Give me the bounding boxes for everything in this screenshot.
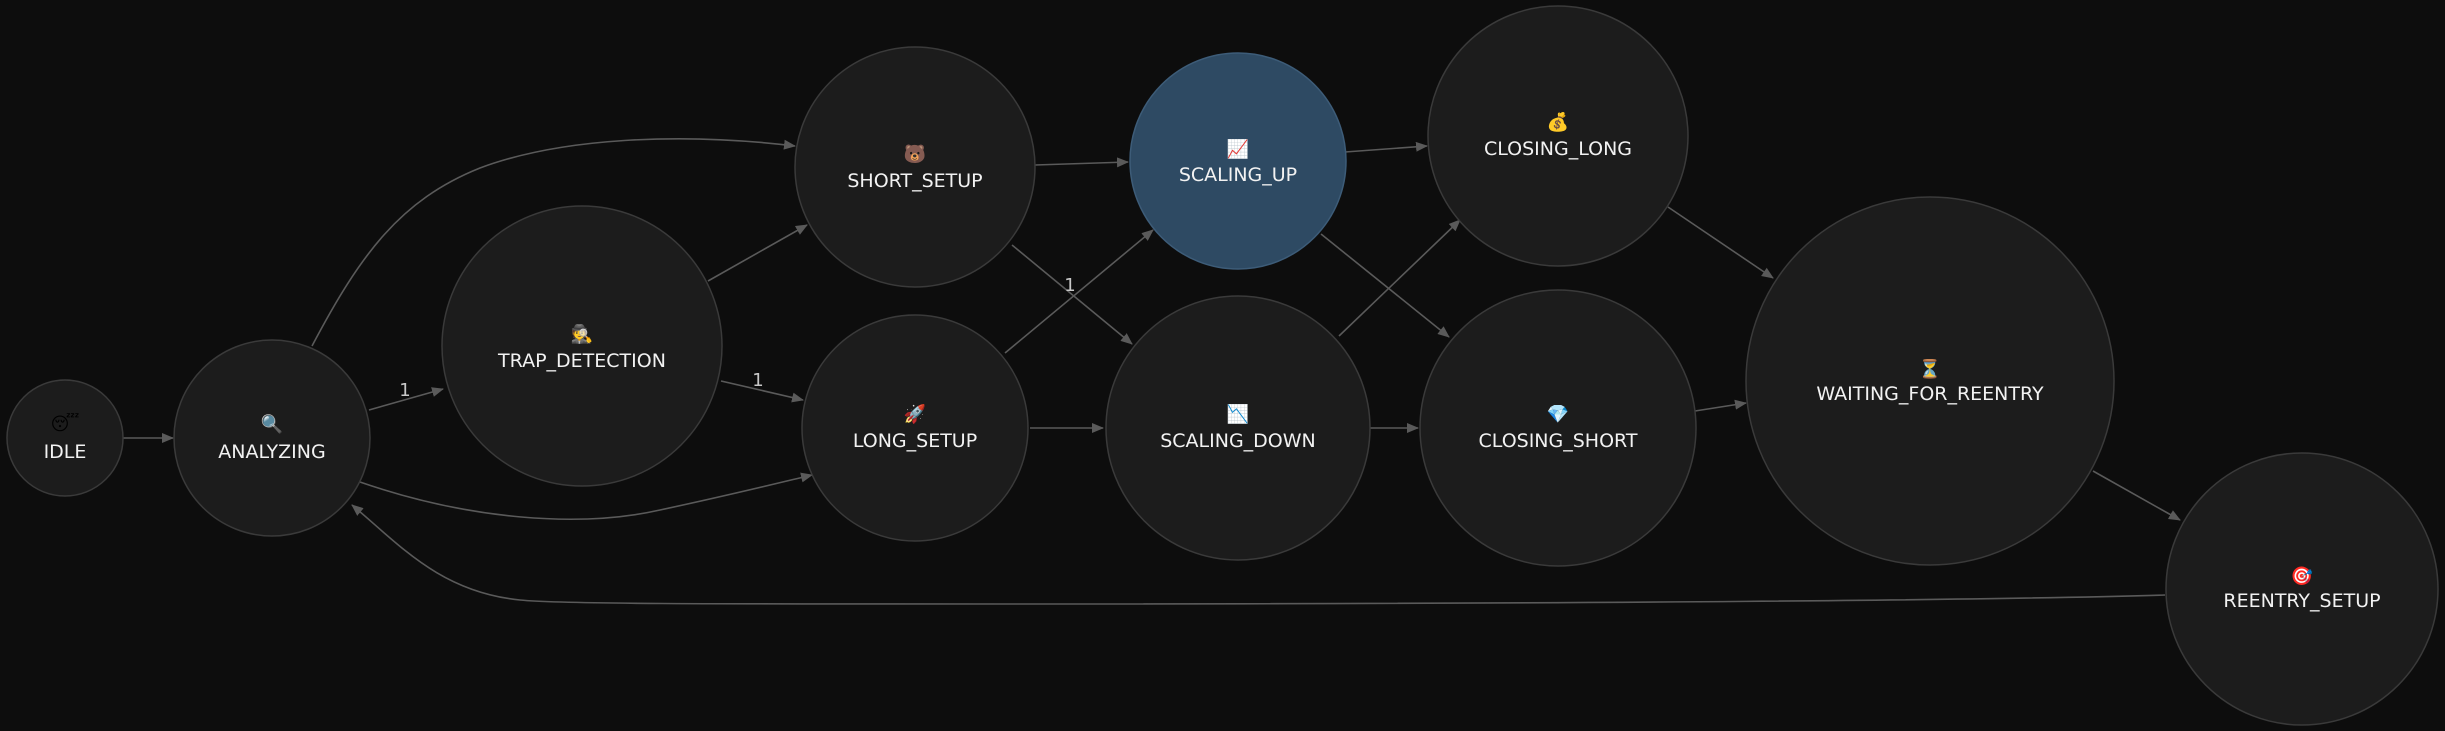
edge-scaling-up-to-closing-long	[1344, 141, 1428, 153]
state-label-idle: IDLE	[44, 441, 87, 463]
edge-long-setup-to-scaling-up	[1004, 229, 1154, 354]
state-node-closing-long[interactable]: 💰 CLOSING_LONG	[1427, 5, 1689, 267]
rocket-icon: 🚀	[904, 403, 926, 425]
edge-scaling-up-to-closing-short	[1320, 233, 1450, 338]
state-label-closing-short: CLOSING_SHORT	[1479, 430, 1638, 452]
state-node-scaling-up[interactable]: 📈 SCALING_UP	[1129, 52, 1347, 270]
edge-closing-short-to-waiting-for-reentry	[1694, 399, 1747, 412]
money-bag-icon: 💰	[1547, 111, 1569, 133]
edge-trap-detection-to-long-setup	[720, 380, 804, 403]
edge-analyzing-to-trap-detection	[368, 387, 444, 411]
state-node-short-setup[interactable]: 🐻 SHORT_SETUP	[794, 46, 1036, 288]
bear-icon: 🐻	[904, 143, 926, 165]
state-node-scaling-down[interactable]: 📉 SCALING_DOWN	[1105, 295, 1371, 561]
state-label-short-setup: SHORT_SETUP	[847, 170, 982, 192]
edge-label-analyzing-trap-detection: 1	[399, 380, 410, 401]
nodes: 😴 IDLE 🔍 ANALYZING 🕵 TRAP_DETECTION 🐻 SH…	[6, 5, 2439, 726]
magnifying-glass-icon: 🔍	[261, 412, 283, 435]
state-node-trap-detection[interactable]: 🕵 TRAP_DETECTION	[441, 205, 723, 487]
edge-analyzing-to-long-setup	[359, 472, 813, 520]
state-label-analyzing: ANALYZING	[218, 441, 325, 463]
state-label-trap-detection: TRAP_DETECTION	[497, 350, 666, 372]
chart-decreasing-icon: 📉	[1227, 403, 1249, 425]
state-label-waiting-for-reentry: WAITING_FOR_REENTRY	[1816, 383, 2044, 405]
chart-increasing-icon: 📈	[1227, 138, 1249, 160]
state-label-closing-long: CLOSING_LONG	[1484, 138, 1632, 160]
state-node-waiting-for-reentry[interactable]: ⏳ WAITING_FOR_REENTRY	[1745, 196, 2115, 566]
state-node-analyzing[interactable]: 🔍 ANALYZING	[173, 339, 371, 537]
direct-hit-icon: 🎯	[2291, 566, 2313, 587]
edge-labels: 1 1 1	[399, 275, 1075, 401]
gem-stone-icon: 💎	[1547, 404, 1569, 425]
state-node-long-setup[interactable]: 🚀 LONG_SETUP	[801, 314, 1029, 542]
edge-closing-long-to-waiting-for-reentry	[1667, 206, 1774, 279]
edge-trap-detection-to-short-setup	[707, 224, 808, 282]
state-label-scaling-up: SCALING_UP	[1179, 164, 1297, 186]
edge-label-trap-detection-long-setup: 1	[752, 370, 763, 391]
state-node-reentry-setup[interactable]: 🎯 REENTRY_SETUP	[2165, 452, 2439, 726]
state-label-reentry-setup: REENTRY_SETUP	[2223, 590, 2380, 612]
edge-reentry-setup-to-analyzing	[351, 504, 2166, 605]
state-label-long-setup: LONG_SETUP	[853, 430, 977, 452]
state-node-idle[interactable]: 😴 IDLE	[6, 379, 124, 497]
edges	[123, 138, 2181, 605]
edge-label-long-setup-scaling-up: 1	[1064, 275, 1075, 296]
hourglass-icon: ⏳	[1919, 358, 1941, 380]
edge-waiting-for-reentry-to-reentry-setup	[2092, 470, 2181, 521]
edge-short-setup-to-scaling-down	[1011, 244, 1133, 345]
sleeping-face-icon: 😴	[51, 413, 80, 435]
edge-scaling-down-to-closing-long	[1338, 219, 1461, 337]
state-node-closing-short[interactable]: 💎 CLOSING_SHORT	[1419, 289, 1697, 567]
edge-short-setup-to-scaling-up	[1034, 157, 1129, 168]
detective-icon: 🕵	[571, 323, 593, 345]
edge-analyzing-to-short-setup	[311, 138, 796, 347]
state-label-scaling-down: SCALING_DOWN	[1160, 430, 1316, 452]
